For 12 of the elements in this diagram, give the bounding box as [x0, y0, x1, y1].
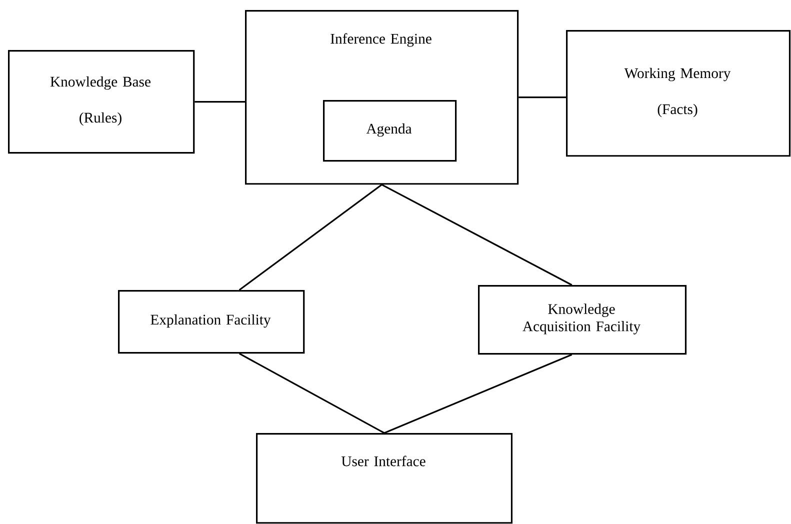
connector-line: [194, 101, 245, 103]
text-box: Knowledge Acquisition Facility: [478, 285, 687, 355]
connector-line: [384, 354, 572, 434]
connector-line: [518, 96, 566, 98]
text-box: User Interface: [256, 433, 513, 524]
text-box: Working Memory (Facts): [566, 30, 791, 157]
text-box: Knowledge Base (Rules): [8, 50, 195, 154]
connector-line: [238, 352, 385, 434]
text-box: Agenda: [323, 100, 457, 162]
connector-line: [238, 184, 382, 291]
connector-line: [381, 184, 572, 286]
text-box: Explanation Facility: [118, 290, 305, 354]
